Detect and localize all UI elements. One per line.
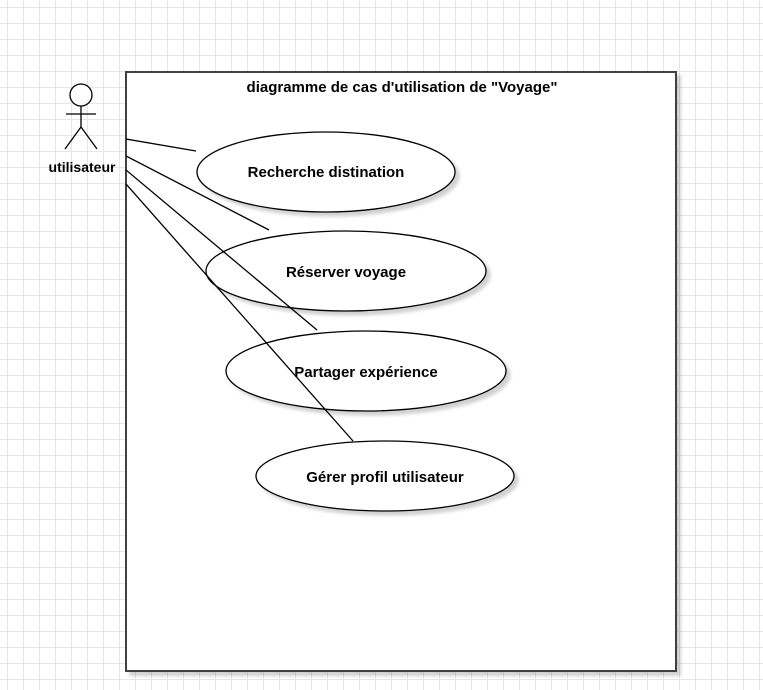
association-reserver[interactable] bbox=[125, 155, 270, 231]
use-case-partager[interactable]: Partager expérience bbox=[225, 330, 507, 412]
actor-left-leg bbox=[64, 126, 82, 150]
associations bbox=[125, 138, 354, 442]
system-boundary-title: diagramme de cas d'utilisation de "Voyag… bbox=[247, 79, 558, 96]
actor-head bbox=[69, 83, 93, 107]
use-case-reserver[interactable]: Réserver voyage bbox=[205, 230, 487, 312]
use-case-label: Gérer profil utilisateur bbox=[306, 469, 464, 486]
use-case-ellipse[interactable] bbox=[225, 330, 507, 412]
use-case-ellipse[interactable] bbox=[205, 230, 487, 312]
actor-name: utilisateur bbox=[49, 159, 116, 175]
use-case-gerer[interactable]: Gérer profil utilisateur bbox=[255, 440, 515, 512]
association-recherche[interactable] bbox=[125, 138, 197, 152]
use-case-label: Recherche distination bbox=[248, 164, 405, 181]
use-case-ellipse[interactable] bbox=[196, 131, 456, 213]
actor-utilisateur[interactable] bbox=[64, 83, 98, 150]
actor-right-leg bbox=[80, 126, 98, 150]
use-case-label: Partager expérience bbox=[294, 364, 437, 381]
use-case-ellipse[interactable] bbox=[255, 440, 515, 512]
association-gerer[interactable] bbox=[125, 183, 354, 442]
use-case-label: Réserver voyage bbox=[286, 264, 406, 281]
association-partager[interactable] bbox=[125, 169, 318, 331]
use-case-recherche[interactable]: Recherche distination bbox=[196, 131, 456, 213]
